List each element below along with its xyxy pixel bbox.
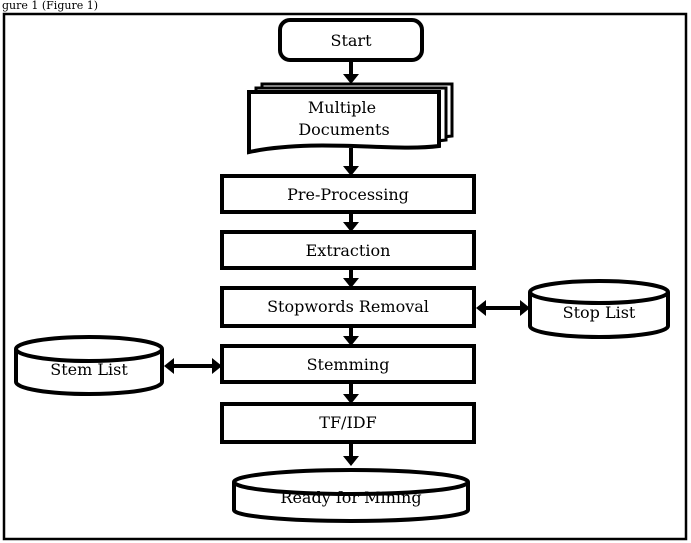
- stop-list-node: Stop List: [528, 279, 670, 339]
- arrow-preprocessing-to-extraction: [343, 214, 359, 232]
- stem-list-node: Stem List: [14, 335, 164, 396]
- preprocessing-label: Pre-Processing: [287, 185, 409, 204]
- stopwords-label: Stopwords Removal: [267, 297, 429, 316]
- stemming-node: Stemming: [220, 344, 476, 384]
- arrow-documents-to-preprocessing: [343, 148, 359, 176]
- ready-for-mining-node: Ready for Mining: [232, 468, 470, 523]
- stop-list-label: Stop List: [563, 303, 636, 322]
- start-label: Start: [330, 31, 372, 50]
- stopwords-removal-node: Stopwords Removal: [220, 286, 476, 328]
- extraction-node: Extraction: [220, 230, 476, 270]
- tfidf-label: TF/IDF: [319, 413, 376, 432]
- start-node: Start: [278, 18, 424, 62]
- tfidf-node: TF/IDF: [220, 402, 476, 444]
- extraction-label: Extraction: [306, 241, 391, 260]
- stem-list-label: Stem List: [50, 360, 128, 379]
- arrow-start-to-documents: [343, 62, 359, 84]
- diagram-frame: [2, 12, 688, 541]
- arrow-stemming-to-tfidf: [343, 384, 359, 404]
- arrow-extraction-to-stopwords: [343, 270, 359, 288]
- arrow-stemlist-stemming: [164, 358, 222, 374]
- header-caption-fragment: gure 1 (Figure 1): [2, 0, 98, 12]
- preprocessing-node: Pre-Processing: [220, 174, 476, 214]
- stemming-label: Stemming: [307, 355, 390, 374]
- multiple-documents-node: Multiple Documents: [247, 82, 454, 155]
- documents-label-line1: Multiple: [308, 98, 376, 117]
- arrow-tfidf-to-ready: [343, 444, 359, 466]
- documents-label-line2: Documents: [298, 120, 389, 139]
- arrow-stopwords-stoplist: [476, 300, 530, 316]
- arrow-stopwords-to-stemming: [343, 328, 359, 346]
- ready-for-mining-label: Ready for Mining: [280, 488, 421, 507]
